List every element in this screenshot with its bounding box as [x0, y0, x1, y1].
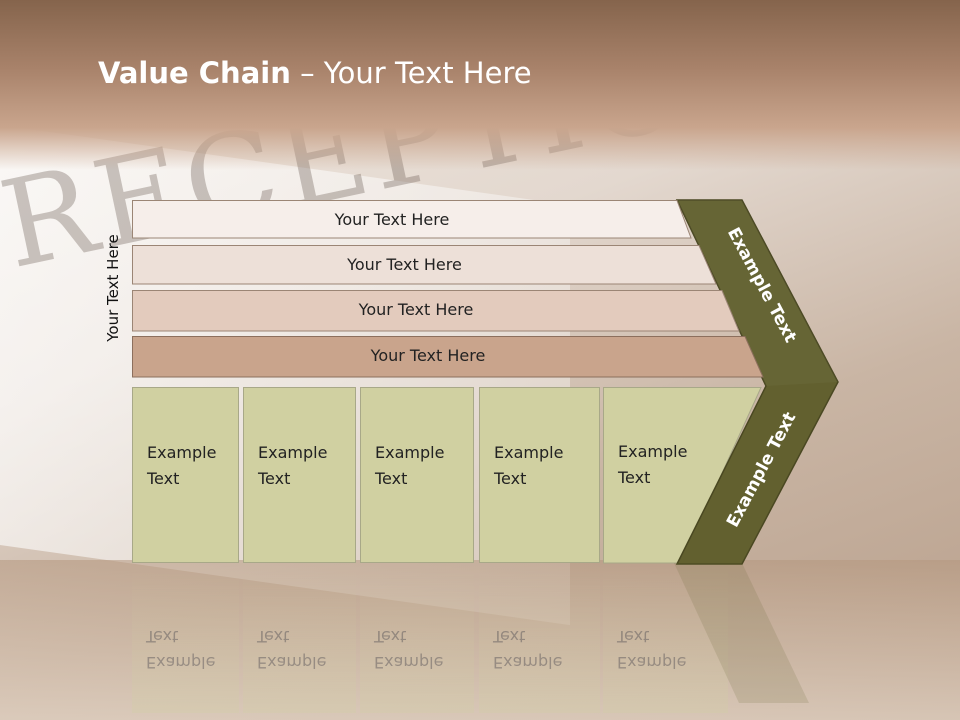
title-band — [0, 0, 960, 170]
support-row-label: Your Text Here — [334, 209, 450, 229]
support-row-1[interactable]: Your Text Here — [132, 200, 692, 239]
slide-title: Value Chain – Your Text Here — [98, 56, 532, 90]
support-row-2[interactable]: Your Text Here — [132, 245, 717, 285]
support-row-label: Your Text Here — [370, 345, 486, 365]
support-row-label: Your Text Here — [347, 254, 462, 274]
primary-column-5[interactable]: Example Text — [618, 442, 688, 487]
primary-column-4[interactable]: Example Text — [479, 387, 600, 563]
primary-column-2[interactable]: Example Text — [243, 387, 356, 563]
slide-title-bold: Value Chain — [98, 56, 291, 90]
primary-column-3[interactable]: Example Text — [360, 387, 474, 563]
support-row-4[interactable]: Your Text Here — [132, 336, 764, 378]
background-floor — [0, 560, 960, 720]
primary-column-label: Example Text — [494, 443, 564, 488]
primary-column-label: Example Text — [375, 443, 445, 488]
primary-column-label: Example Text — [258, 443, 328, 488]
slide-title-rest: – Your Text Here — [290, 56, 532, 90]
side-label: Your Text Here — [104, 234, 122, 342]
value-chevron[interactable] — [674, 198, 844, 570]
primary-column-1[interactable]: Example Text — [132, 387, 239, 563]
primary-column-label: Example Text — [147, 443, 217, 488]
support-row-3[interactable]: Your Text Here — [132, 290, 740, 332]
support-row-label: Your Text Here — [358, 299, 474, 319]
